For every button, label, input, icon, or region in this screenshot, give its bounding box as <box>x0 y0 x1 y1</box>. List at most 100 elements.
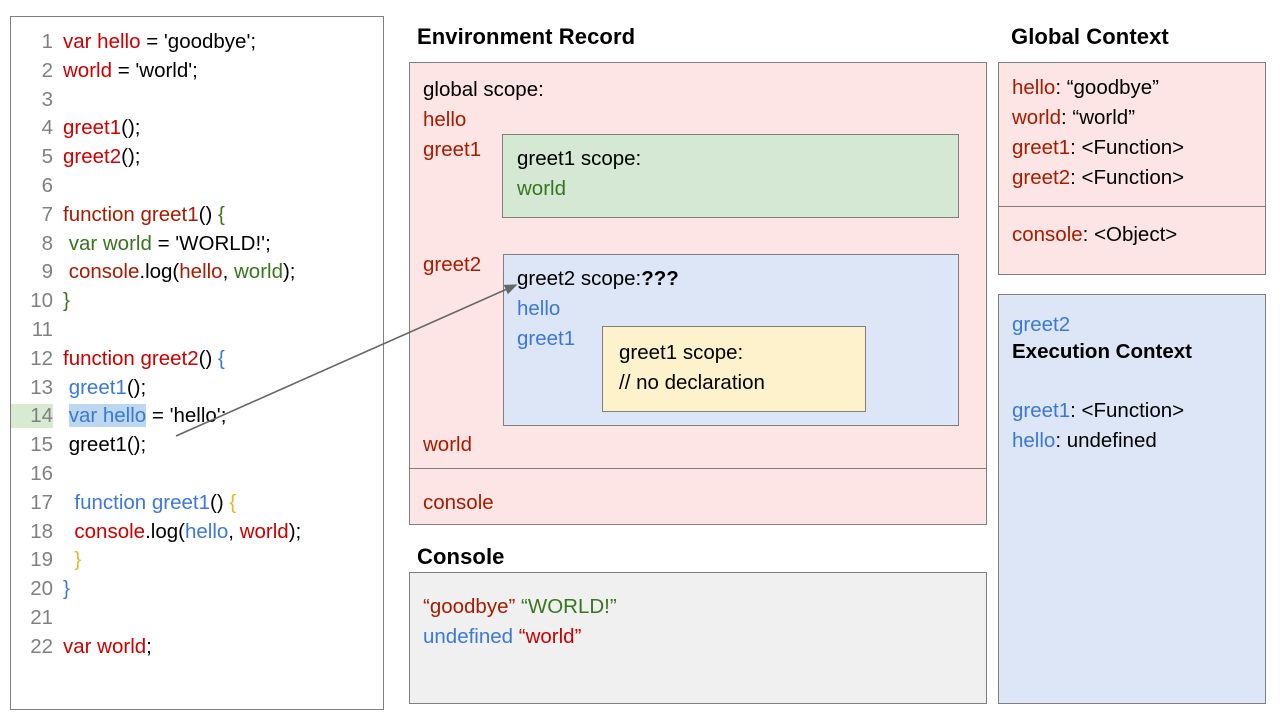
code-token: ); <box>282 260 296 284</box>
code-line-text: var world; <box>53 635 152 659</box>
code-token: var world <box>68 231 152 255</box>
code-token: : <Function> <box>1070 166 1185 189</box>
code-token: { <box>217 202 225 226</box>
code-token: console <box>1012 223 1083 246</box>
code-line: 18 console.log(hello, world); <box>11 520 383 549</box>
code-line: 16 <box>11 462 383 491</box>
greet1-scope-binding-world: world <box>517 177 566 200</box>
code-line-number: 11 <box>31 317 53 341</box>
code-line-number: 18 <box>30 519 53 543</box>
code-line-number: 5 <box>41 145 53 169</box>
code-token: “WORLD!” <box>521 595 617 618</box>
code-token: greet1 <box>68 375 127 399</box>
global-context-row: greet2: <Function> <box>1012 166 1184 190</box>
code-line-number: 6 <box>41 173 53 197</box>
code-token: function greet1 <box>63 202 199 226</box>
code-line-text: function greet1() { <box>53 491 236 515</box>
code-token: console <box>74 519 146 543</box>
greet1-inner-scope-title: greet1 scope: <box>619 341 744 364</box>
execution-context-row: hello: undefined <box>1012 429 1157 453</box>
code-token: var hello <box>68 404 147 428</box>
code-line-number: 20 <box>30 577 53 601</box>
code-token: world <box>233 260 283 284</box>
environment-record-upper-section: global scope: hello greet1 greet2 world … <box>410 63 986 468</box>
code-token: , <box>222 260 234 284</box>
code-token: console <box>68 260 140 284</box>
execution-context-function-name: greet2 <box>1012 313 1071 336</box>
code-line: 10} <box>11 289 383 318</box>
code-token: (); <box>121 116 141 140</box>
code-line-number: 7 <box>41 202 53 226</box>
code-line: 14 var hello = 'hello'; <box>11 404 383 433</box>
code-token: : <Function> <box>1070 136 1185 159</box>
code-token: hello <box>1012 429 1056 452</box>
environment-record-lower-section: console <box>410 469 986 524</box>
code-token: hello <box>1012 76 1056 99</box>
code-token: } <box>74 548 82 572</box>
code-token: : <Object> <box>1082 223 1178 246</box>
code-token: () <box>198 346 218 370</box>
global-context-panel: hello: “goodbye” world: “world” greet1: … <box>998 62 1266 275</box>
code-line: 6 <box>11 174 383 203</box>
console-output-row: “goodbye” “WORLD!” <box>423 595 617 619</box>
code-line: 7 function greet1() { <box>11 203 383 232</box>
code-line-number: 12 <box>30 346 53 370</box>
code-line-text: console.log(hello, world); <box>53 520 301 544</box>
code-token: undefined <box>423 625 519 648</box>
console-title: Console <box>417 544 505 569</box>
global-context-row: hello: “goodbye” <box>1012 76 1159 100</box>
code-line-text: greet1(); <box>53 116 141 140</box>
global-context-row: greet1: <Function> <box>1012 136 1184 160</box>
code-line: 21 <box>11 606 383 635</box>
code-token: (); <box>126 375 147 399</box>
code-line-text: greet2(); <box>53 145 141 169</box>
code-token: = <box>140 30 164 53</box>
greet1-scope-box: greet1 scope: world <box>502 134 959 218</box>
code-line-text: function greet2() { <box>53 347 225 371</box>
code-token: { <box>229 490 237 514</box>
code-token: ; <box>146 634 152 658</box>
code-token: .log( <box>139 260 180 284</box>
code-line-number: 1 <box>41 30 53 53</box>
environment-record-title: Environment Record <box>417 24 636 49</box>
code-token: “goodbye” <box>423 595 522 618</box>
code-line: 13 greet1(); <box>11 376 383 405</box>
code-token: hello <box>184 519 229 543</box>
greet1-inner-scope-box: greet1 scope: // no declaration <box>602 326 866 412</box>
code-token: : “goodbye” <box>1055 76 1160 99</box>
code-token: () <box>198 202 218 226</box>
environment-record-panel: global scope: hello greet1 greet2 world … <box>409 62 987 525</box>
greet1-scope-title: greet1 scope: <box>517 147 642 170</box>
code-token: ); <box>288 519 302 543</box>
code-token: world <box>1012 106 1061 129</box>
greet2-scope-title: greet2 scope: <box>517 267 642 290</box>
code-line: 17 function greet1() { <box>11 491 383 520</box>
code-token: () <box>210 490 230 514</box>
code-token: function greet2 <box>63 346 199 370</box>
greet1-inner-scope-note: // no declaration <box>619 371 765 394</box>
code-line: 3 <box>11 88 383 117</box>
code-token: , <box>228 519 240 543</box>
code-line-number: 16 <box>30 461 53 485</box>
greet2-scope-binding-hello: hello <box>517 297 561 320</box>
code-line-text: greet1(); <box>53 375 147 400</box>
code-token <box>63 491 74 514</box>
code-token <box>63 404 69 427</box>
code-line-number: 21 <box>30 605 53 629</box>
binding-console: console <box>423 491 494 514</box>
code-line-text: } <box>53 289 70 313</box>
code-line-number: 13 <box>30 375 53 399</box>
code-line-number: 14 <box>11 404 53 429</box>
code-token: { <box>217 346 225 370</box>
code-token: greet1(); <box>63 433 147 457</box>
code-token: function greet1 <box>74 490 211 514</box>
code-token <box>63 520 74 543</box>
code-token: : “world” <box>1061 106 1136 129</box>
code-line-text: } <box>53 577 70 601</box>
